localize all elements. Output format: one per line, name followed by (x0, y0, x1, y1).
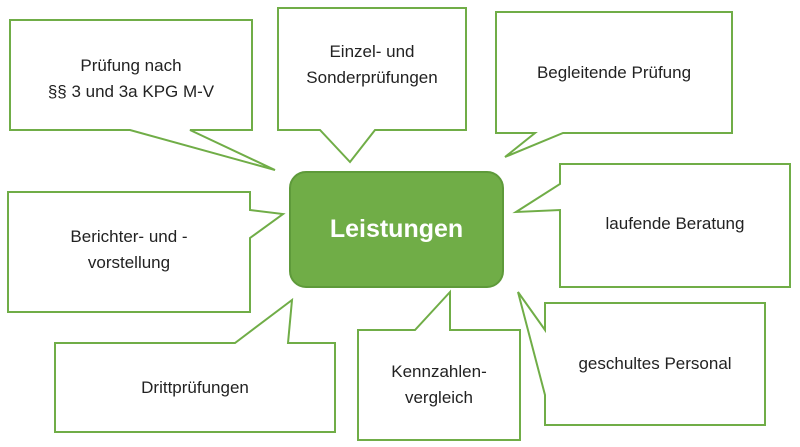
center-box (289, 171, 504, 288)
callout-pruefung-kpg (9, 19, 276, 171)
bubble-label-pruefung-kpg: Prüfung nach §§ 3 und 3a KPG M-V (12, 44, 250, 114)
bubble-label-laufende: laufende Beratung (562, 196, 788, 252)
callout-berichter (7, 191, 286, 313)
bubble-label-kennzahlen: Kennzahlen- vergleich (360, 350, 518, 420)
bubble-text: laufende Beratung (605, 214, 745, 233)
bubble-text: geschultes Personal (578, 354, 732, 373)
bubble-label-berichter: Berichter- und - vorstellung (10, 215, 248, 285)
bubble-label-begleitende: Begleitende Prüfung (498, 45, 730, 101)
bubble-text: Drittprüfungen (141, 378, 249, 397)
bubble-text: Berichter- und - vorstellung (70, 227, 188, 272)
bubble-label-einzel-sonder: Einzel- und Sonderprüfungen (280, 30, 464, 100)
callout-kennzahlen (357, 289, 521, 441)
bubble-label-personal: geschultes Personal (547, 336, 763, 392)
bubble-text: Kennzahlen- vergleich (391, 362, 487, 407)
callout-begleitende (495, 11, 733, 158)
bubble-text: Einzel- und Sonderprüfungen (306, 42, 438, 87)
bubble-text: Begleitende Prüfung (536, 63, 692, 82)
center-label-text: Leistungen (329, 215, 464, 243)
callout-personal (517, 291, 766, 426)
callout-einzel-sonder (277, 7, 467, 164)
callout-laufende (512, 163, 791, 288)
bubble-label-dritt: Drittprüfungen (57, 360, 333, 416)
bubble-text: Prüfung nach §§ 3 und 3a KPG M-V (47, 56, 215, 101)
callout-dritt (54, 297, 336, 433)
center-label: Leistungen (290, 172, 503, 287)
